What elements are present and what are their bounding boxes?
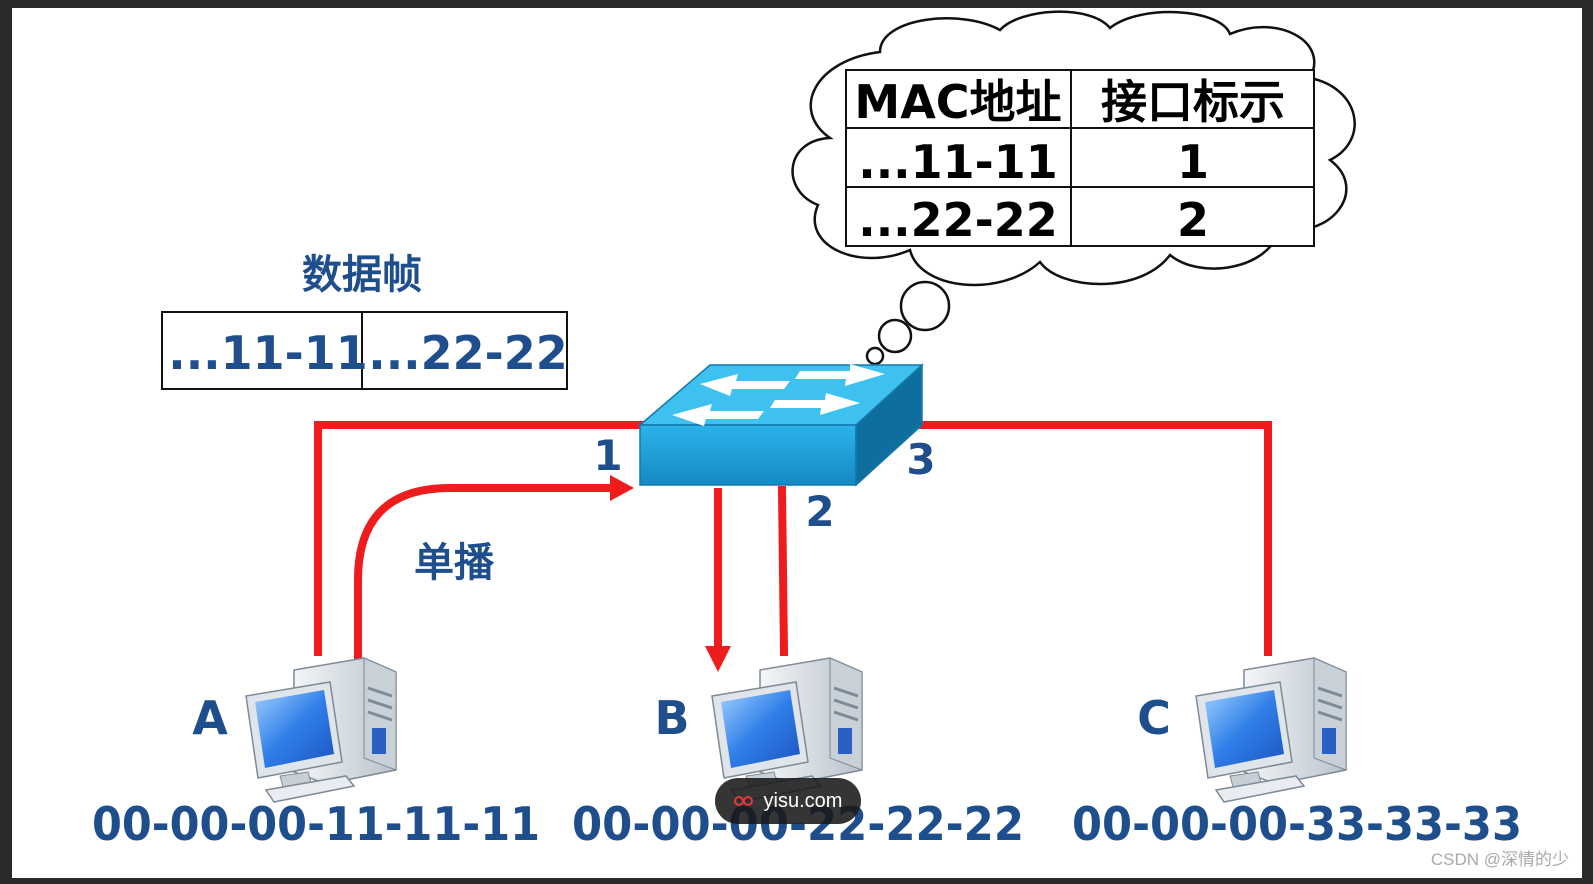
- link-a-port1: [314, 421, 644, 656]
- mac-table-row2-mac: ...22-22: [858, 193, 1058, 247]
- mac-table: MAC地址 接口标示 ...11-11 1 ...22-22 2: [845, 69, 1315, 247]
- host-c-label: C: [1137, 691, 1171, 745]
- port-1-label: 1: [593, 431, 622, 480]
- data-frame: 数据帧 ...11-11 ...22-22: [161, 252, 568, 390]
- port-3-label: 3: [906, 435, 935, 484]
- host-a-mac: 00-00-00-11-11-11: [92, 797, 540, 851]
- unicast-path: [354, 484, 614, 664]
- unicast-label: 单播: [414, 540, 495, 586]
- delivery-arrowhead: [705, 646, 731, 672]
- mac-table-header-mac: MAC地址: [854, 75, 1061, 129]
- host-a-computer-icon: [244, 656, 398, 804]
- cloud-logo-icon: [733, 793, 756, 809]
- mac-table-row1-mac: ...11-11: [858, 135, 1058, 189]
- mac-table-row2-port: 2: [1177, 193, 1209, 247]
- host-c-computer-icon: [1194, 656, 1348, 804]
- data-frame-field-src: ...11-11: [168, 326, 368, 380]
- port-2-label: 2: [805, 487, 834, 536]
- yisu-watermark-text: yisu.com: [763, 789, 843, 812]
- link-b-port2: [777, 485, 789, 657]
- host-a-label: A: [192, 691, 228, 745]
- csdn-watermark: CSDN @深情的少: [1430, 850, 1569, 869]
- yisu-watermark: yisu.com: [715, 778, 861, 824]
- host-c-mac: 00-00-00-33-33-33: [1072, 797, 1522, 851]
- data-frame-title: 数据帧: [302, 252, 422, 298]
- data-frame-field-dst: ...22-22: [368, 326, 568, 380]
- mac-table-row1-port: 1: [1177, 135, 1209, 189]
- switch-icon: [637, 363, 924, 487]
- host-b-label: B: [654, 691, 689, 745]
- mac-table-header-port: 接口标示: [1101, 75, 1285, 129]
- link-c-port3: [916, 421, 1272, 656]
- network-links: [314, 421, 1272, 664]
